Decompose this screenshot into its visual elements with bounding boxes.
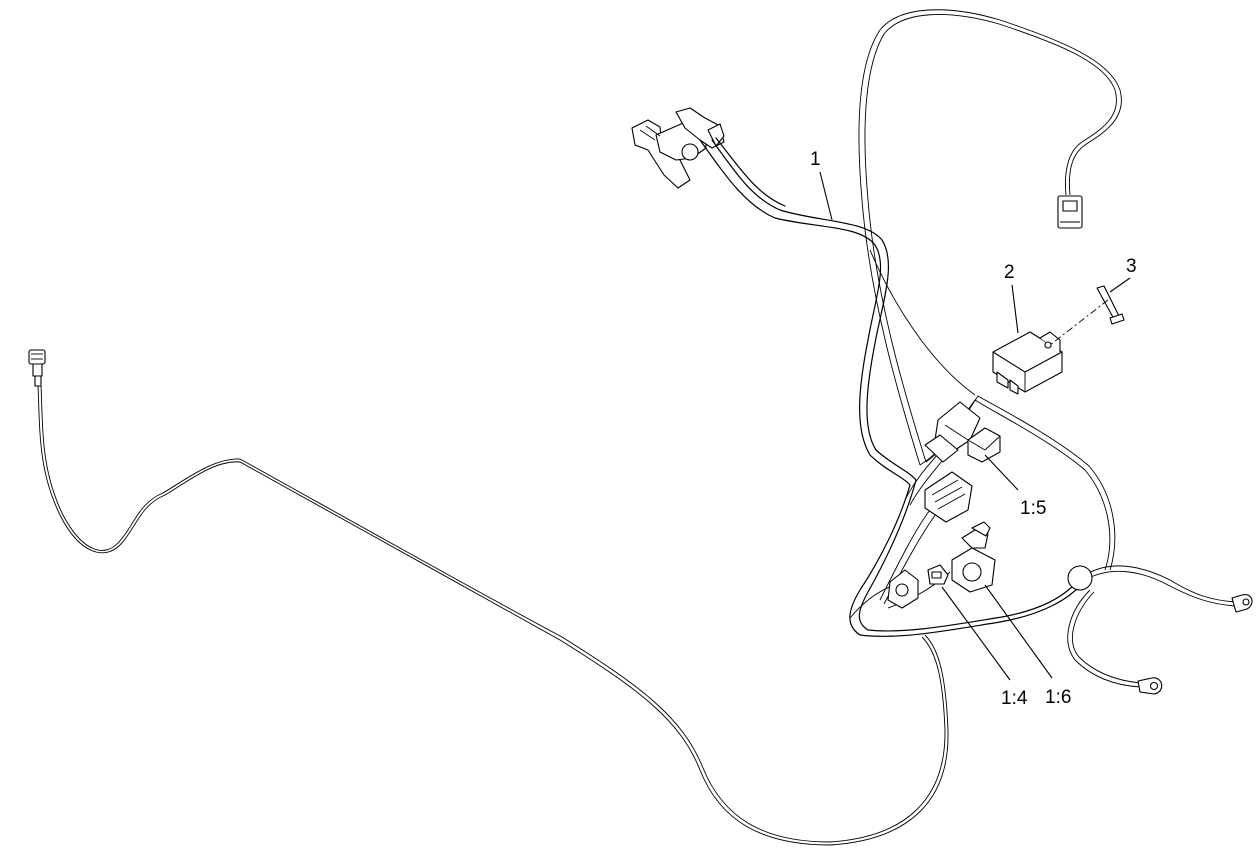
- connector-mid: [924, 471, 973, 523]
- top-right-connector: [1057, 195, 1083, 229]
- leader-1-4: [941, 586, 1011, 681]
- ring-terminal-bottom: [1137, 677, 1163, 695]
- left-sensor-connector: [28, 349, 46, 387]
- relay: [992, 331, 1063, 395]
- callout-2: 2: [1004, 262, 1015, 283]
- upper-loop-wire: [858, 9, 1122, 571]
- leader-1-5: [984, 454, 1019, 491]
- leader-lines: [819, 171, 1131, 681]
- callout-1: 1: [810, 149, 821, 170]
- leader-3: [1109, 277, 1131, 293]
- pin: [1096, 285, 1125, 325]
- leader-1: [819, 171, 833, 221]
- leader-1-6: [984, 584, 1053, 679]
- ring-terminal-wires: [1067, 565, 1236, 688]
- connector-left-bottom: [887, 569, 919, 609]
- connector-1-4: [927, 564, 949, 585]
- long-sensor-wire: [37, 384, 949, 846]
- pin-alignment-line: [1049, 299, 1109, 346]
- connector-1-6: [951, 521, 996, 593]
- callout-3: 3: [1126, 256, 1137, 277]
- leader-2: [1011, 284, 1019, 334]
- connector-1-5: [967, 427, 1001, 463]
- top-connector-assembly: [631, 107, 725, 189]
- callout-1-5: 1:5: [1020, 498, 1046, 519]
- callout-1-6: 1:6: [1045, 687, 1071, 708]
- ring-terminal-right: [1231, 593, 1253, 613]
- callout-1-4: 1:4: [1001, 688, 1028, 709]
